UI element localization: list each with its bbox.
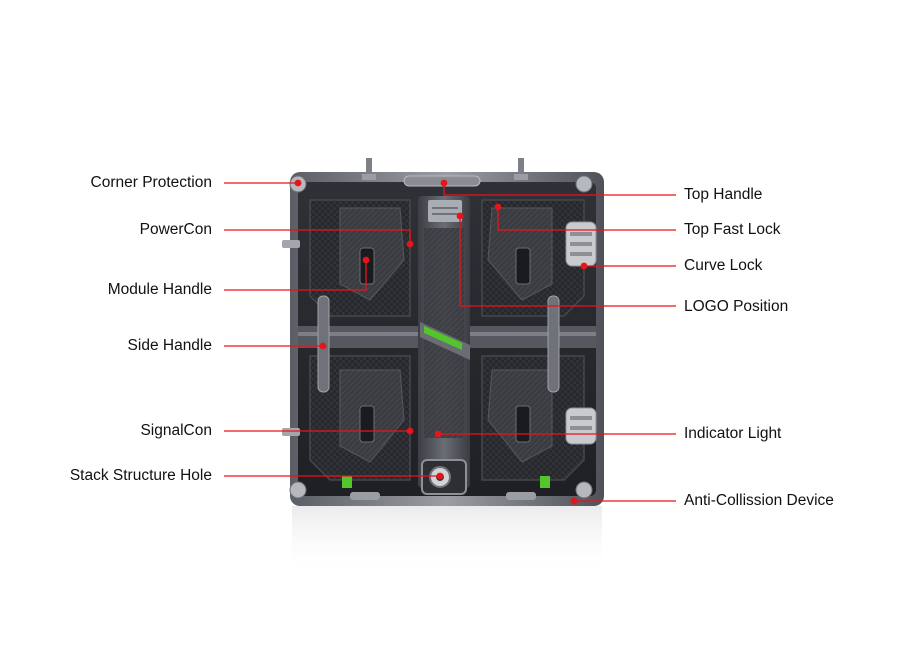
- label-powercon: PowerCon: [140, 221, 212, 239]
- label-anti-collision-device: Anti-Collission Device: [684, 492, 834, 510]
- stack-hole: [422, 460, 466, 494]
- label-indicator-light: Indicator Light: [684, 425, 781, 443]
- label-top-fast-lock: Top Fast Lock: [684, 221, 781, 239]
- leader-indicator-light-dot: [435, 431, 442, 438]
- side-handle-right: [548, 296, 559, 392]
- floor-reflection: [292, 506, 602, 576]
- label-module-handle: Module Handle: [108, 281, 212, 299]
- leader-top-handle-dot: [441, 180, 448, 187]
- leader-corner-protection-dot: [295, 180, 302, 187]
- cabinet-body: [282, 158, 604, 506]
- label-side-handle: Side Handle: [128, 337, 212, 355]
- label-logo-position: LOGO Position: [684, 298, 788, 316]
- label-signalcon: SignalCon: [140, 422, 212, 440]
- leader-module-handle-dot: [363, 257, 370, 264]
- central-spine: [418, 196, 470, 488]
- label-top-handle: Top Handle: [684, 186, 762, 204]
- leader-side-handle-dot: [320, 343, 327, 350]
- leader-logo-position-dot: [457, 213, 464, 220]
- leader-signalcon-dot: [407, 428, 414, 435]
- curve-lock-bottom: [566, 408, 596, 444]
- leader-top-fast-lock-dot: [495, 204, 502, 211]
- leader-curve-lock-dot: [581, 263, 588, 270]
- curve-lock-top: [566, 222, 596, 266]
- label-curve-lock: Curve Lock: [684, 257, 762, 275]
- label-stack-structure-hole: Stack Structure Hole: [70, 467, 212, 485]
- leader-stack-structure-hole-dot: [437, 473, 444, 480]
- leader-anti-collision-device-dot: [571, 498, 578, 505]
- leader-powercon-dot: [407, 241, 414, 248]
- logo-plate: [428, 200, 462, 222]
- label-corner-protection: Corner Protection: [91, 174, 212, 192]
